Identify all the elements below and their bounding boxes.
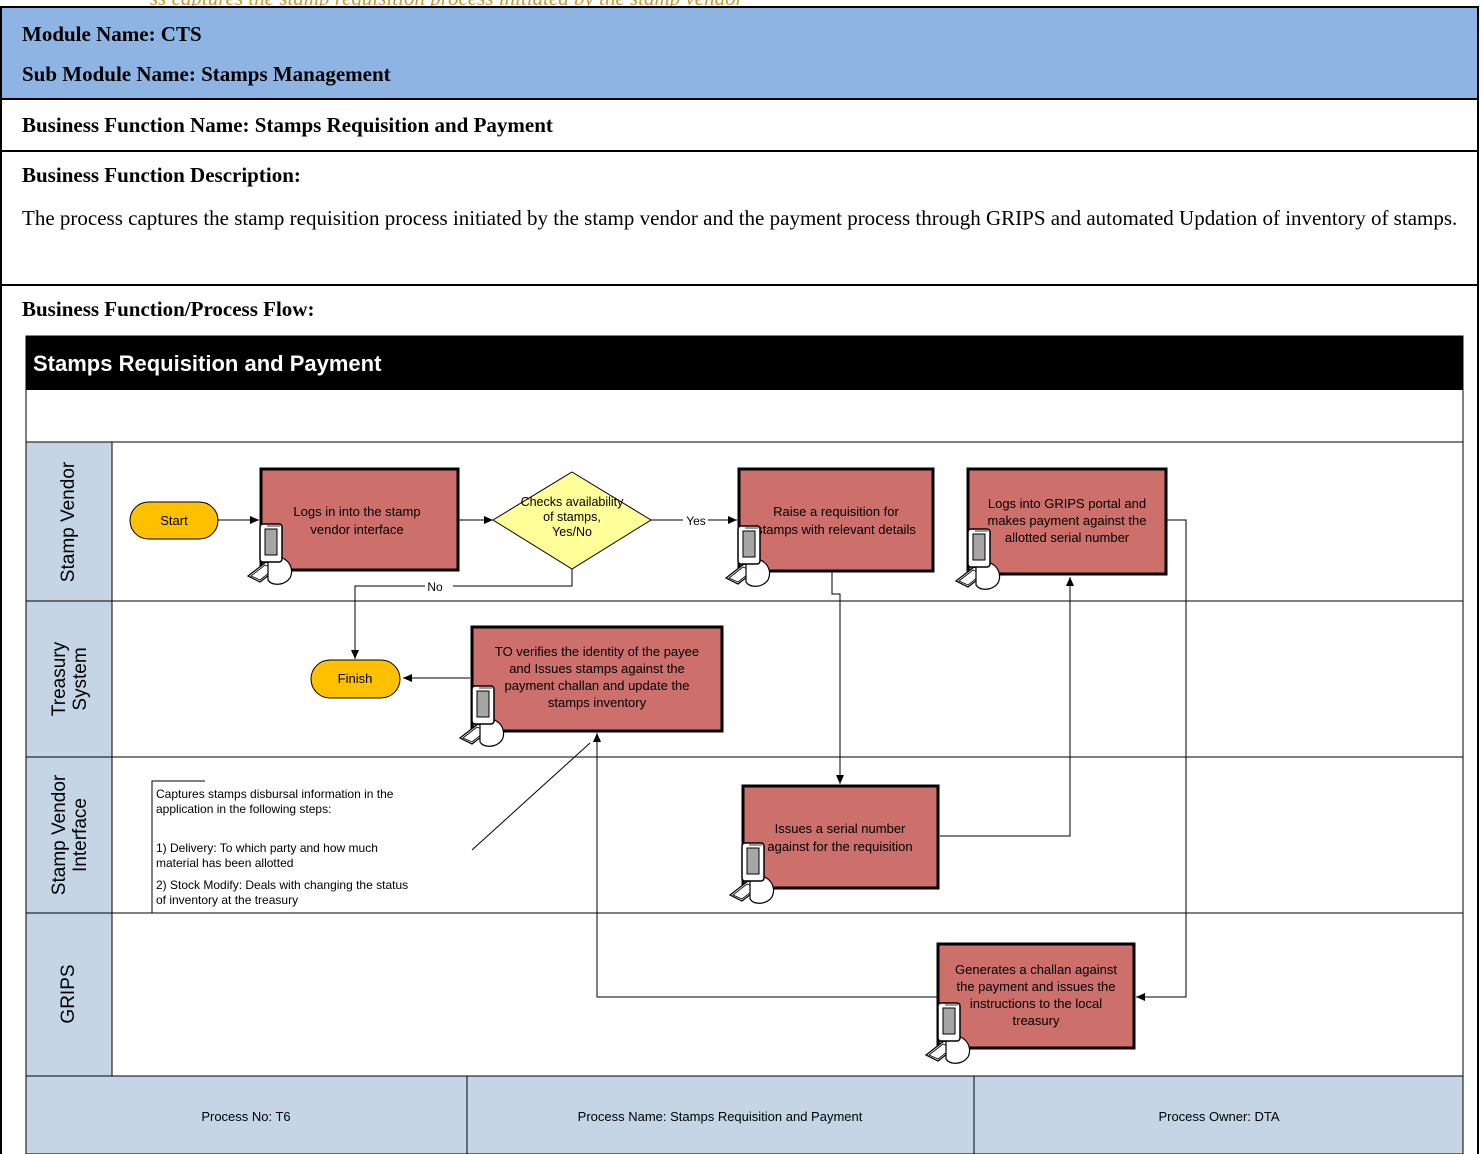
lane-label-stamp-vendor: Stamp Vendor	[58, 461, 79, 582]
svg-text:allotted serial number: allotted serial number	[1005, 530, 1130, 545]
diagram-title-bar	[26, 336, 1463, 390]
lane-label-stamp-vendor-2: Stamp Vendor	[49, 774, 70, 895]
task-login-vendor-interface: Logs in into the stamp vendor interface	[259, 467, 460, 572]
edge-label-no: No	[427, 580, 443, 594]
svg-text:Issues a serial number: Issues a serial number	[775, 821, 906, 836]
footer-process-name: Process Name: Stamps Requisition and Pay…	[578, 1109, 863, 1124]
svg-text:against for the requisition: against for the requisition	[767, 839, 912, 854]
svg-text:makes payment against the: makes payment against the	[988, 513, 1147, 528]
finish-terminal: Finish	[310, 659, 401, 699]
business-function-description-row: Business Function Description: The proce…	[0, 152, 1479, 286]
task-raise-requisition: Raise a requisition for stamps with rele…	[737, 467, 935, 573]
svg-text:TO verifies the identity of th: TO verifies the identity of the payee	[495, 644, 699, 659]
business-function-name: Business Function Name: Stamps Requisiti…	[22, 113, 553, 137]
footer-process-owner: Process Owner: DTA	[1158, 1109, 1279, 1124]
svg-text:Yes/No: Yes/No	[552, 525, 592, 539]
business-function-name-row: Business Function Name: Stamps Requisiti…	[0, 100, 1479, 152]
svg-text:Raise a requisition for: Raise a requisition for	[773, 504, 899, 519]
footer-process-no: Process No: T6	[201, 1109, 290, 1124]
task-grips-payment: Logs into GRIPS portal and makes payment…	[966, 467, 1168, 576]
cut-off-heading-text: ss captures the stamp requisition proces…	[150, 0, 744, 11]
svg-text:material has been allotted: material has been allotted	[156, 856, 293, 870]
task-issue-serial-number: Issues a serial number against for the r…	[741, 784, 940, 890]
diagram-title: Stamps Requisition and Payment	[33, 351, 382, 376]
lane-label-system: System	[70, 647, 91, 710]
svg-text:vendor interface: vendor interface	[310, 522, 403, 537]
lane-label-interface: Interface	[70, 798, 91, 872]
process-flow-section: Business Function/Process Flow:	[0, 286, 1479, 1154]
description-text: The process captures the stamp requisiti…	[22, 206, 1458, 230]
svg-text:the payment and issues the: the payment and issues the	[957, 979, 1116, 994]
edge-label-yes: Yes	[686, 514, 706, 528]
svg-text:payment challan and update the: payment challan and update the	[504, 678, 689, 693]
svg-text:instructions to the local: instructions to the local	[970, 996, 1102, 1011]
svg-text:Start: Start	[160, 513, 188, 528]
description-label: Business Function Description:	[22, 163, 301, 187]
decision-check-availability: Checks availability of stamps, Yes/No	[492, 471, 652, 570]
svg-text:of inventory at the treasury: of inventory at the treasury	[156, 893, 298, 907]
svg-text:Captures stamps disbursal info: Captures stamps disbursal information in…	[156, 787, 394, 801]
svg-text:stamps with relevant details: stamps with relevant details	[756, 522, 916, 537]
svg-text:Checks availability: Checks availability	[521, 495, 625, 509]
svg-text:application in the following s: application in the following steps:	[156, 802, 331, 816]
sub-module-name: Sub Module Name: Stamps Management	[22, 62, 391, 86]
module-header-band: Module Name: CTS Sub Module Name: Stamps…	[0, 6, 1479, 100]
svg-text:Finish: Finish	[338, 671, 373, 686]
svg-text:treasury: treasury	[1013, 1013, 1060, 1028]
connectors	[218, 516, 1187, 1001]
svg-text:Generates a challan against: Generates a challan against	[955, 962, 1117, 977]
task-generate-challan: Generates a challan against the payment …	[936, 942, 1136, 1050]
task-to-verifies-issues-stamps: TO verifies the identity of the payee an…	[470, 625, 724, 733]
svg-text:1) Delivery: To which party an: 1) Delivery: To which party and how much	[156, 841, 378, 855]
annotation-disbursal-steps: Captures stamps disbursal information in…	[151, 780, 408, 914]
start-terminal: Start	[129, 501, 219, 540]
svg-text:Logs into GRIPS portal and: Logs into GRIPS portal and	[988, 496, 1146, 511]
lane-label-grips: GRIPS	[58, 964, 79, 1023]
svg-text:stamps inventory: stamps inventory	[548, 695, 647, 710]
swimlane-labels	[25, 441, 113, 1077]
svg-text:Logs in into the stamp: Logs in into the stamp	[293, 504, 420, 519]
process-footer	[25, 1075, 1464, 1154]
svg-text:and Issues stamps against the: and Issues stamps against the	[509, 661, 685, 676]
process-flow-label: Business Function/Process Flow:	[22, 297, 315, 321]
module-name: Module Name: CTS	[22, 22, 202, 46]
lane-label-treasury: Treasury	[49, 641, 70, 716]
svg-text:2) Stock Modify: Deals with ch: 2) Stock Modify: Deals with changing the…	[156, 878, 408, 892]
svg-text:of stamps,: of stamps,	[543, 510, 601, 524]
